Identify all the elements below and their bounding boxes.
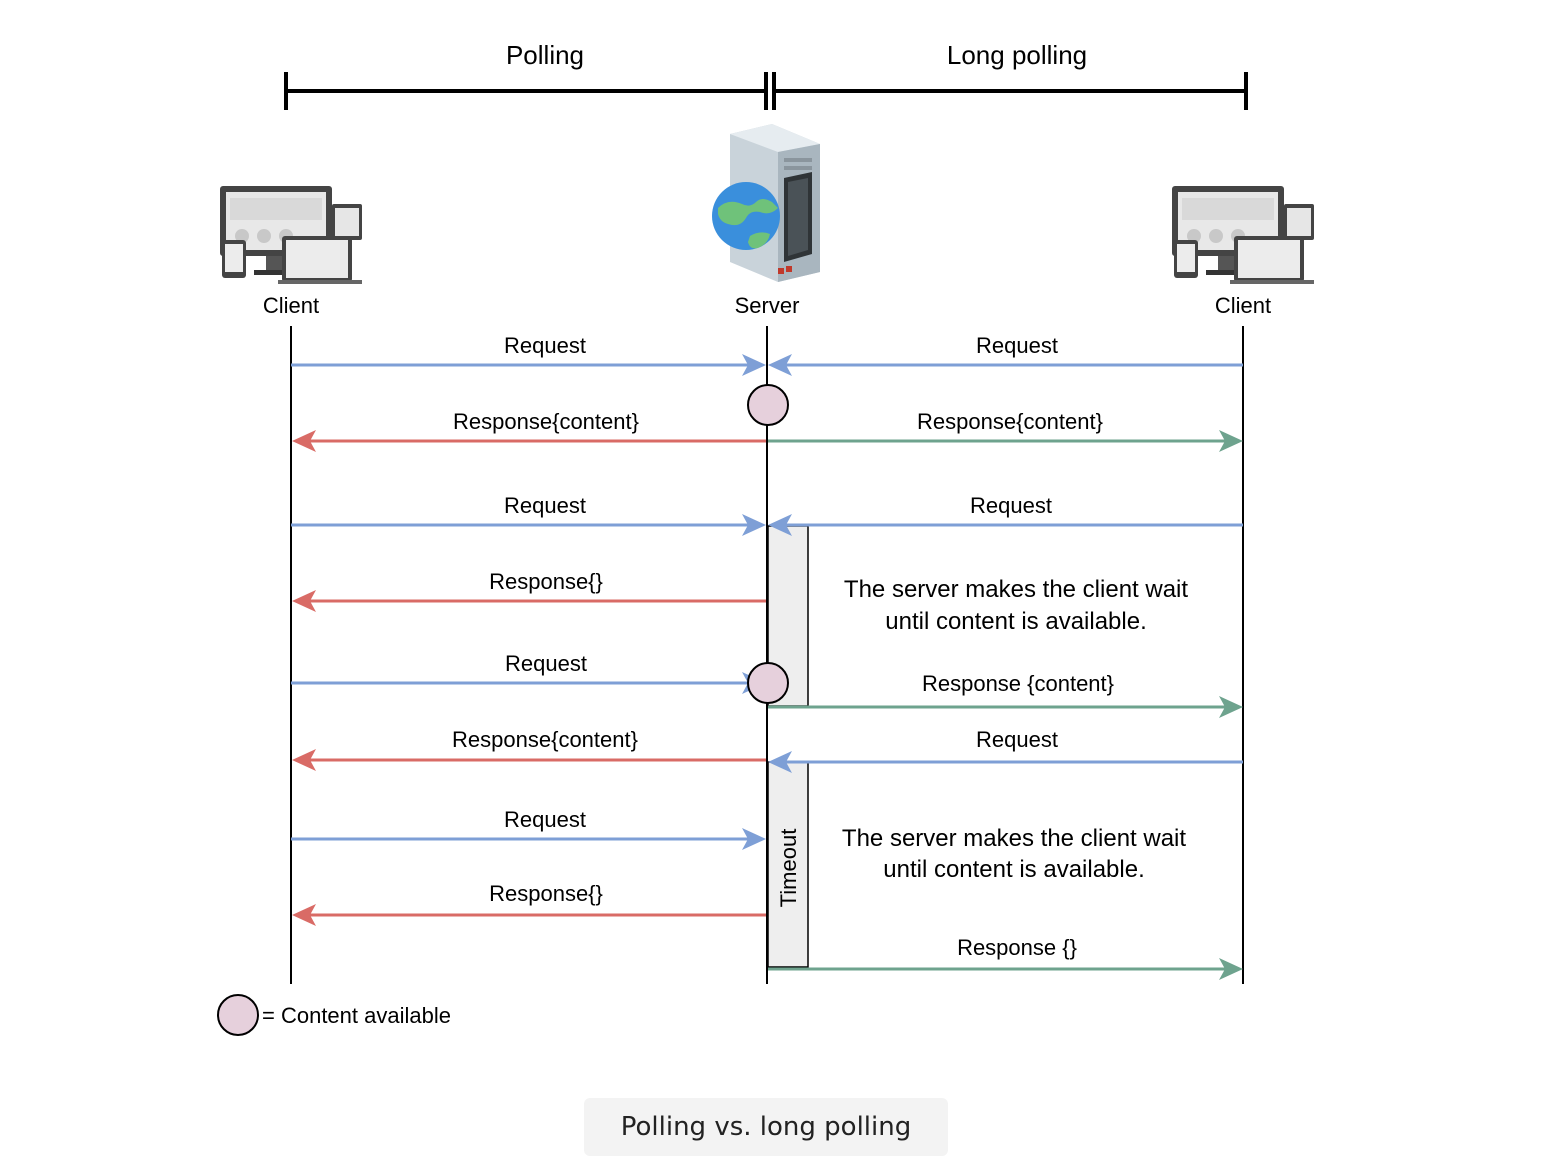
message-label: Request (504, 493, 586, 518)
message-label: Response {content} (922, 671, 1114, 696)
content-available-marker (747, 662, 789, 704)
message-label: Response{content} (452, 727, 638, 752)
caption: Polling vs. long polling (620, 1112, 912, 1142)
actor-label-server: Server (735, 293, 800, 318)
message-arrow: Request (291, 807, 766, 850)
devices-icon (1172, 186, 1314, 284)
message-arrow: Request (291, 333, 766, 376)
message-label: Response{} (489, 881, 603, 906)
section-title-polling: Polling (506, 40, 584, 70)
legend-label: = Content available (262, 1003, 451, 1028)
message-arrow: Request (768, 333, 1243, 376)
wait-note-1-line-2: until content is available. (885, 608, 1147, 635)
message-label: Request (504, 807, 586, 832)
message-arrow: Response{} (292, 881, 766, 926)
message-label: Request (976, 727, 1058, 752)
wait-note-2-line-1: The server makes the client wait (842, 825, 1186, 852)
message-label: Request (505, 651, 587, 676)
timeout-box (767, 761, 809, 968)
message-label: Request (976, 333, 1058, 358)
message-label: Request (504, 333, 586, 358)
message-label: Response{content} (917, 409, 1103, 434)
long-polling-messages: Request Response{content} Request Respon… (768, 333, 1243, 980)
server-globe-icon (712, 124, 820, 282)
message-arrow: Request (291, 651, 766, 694)
wait-note-2-line-2: until content is available. (883, 856, 1145, 883)
message-arrow: Response{content} (292, 727, 766, 771)
timeout-label: Timeout (776, 829, 801, 908)
section-brackets (284, 72, 1248, 110)
message-arrow: Response {} (768, 935, 1243, 980)
message-arrow: Response {content} (768, 671, 1243, 718)
message-label: Response{} (489, 569, 603, 594)
actor-label-client-left: Client (263, 293, 319, 318)
wait-note-1-line-1: The server makes the client wait (844, 576, 1188, 603)
message-arrow: Response{content} (292, 409, 766, 452)
content-available-marker (747, 384, 789, 426)
legend-marker (217, 994, 259, 1036)
message-arrow: Response{content} (768, 409, 1243, 452)
polling-messages: Request Response{content} Request Respon… (291, 333, 766, 926)
message-arrow: Response{} (292, 569, 766, 612)
message-label: Request (970, 493, 1052, 518)
message-arrow: Request (768, 493, 1243, 536)
message-label: Response {} (957, 935, 1077, 960)
section-title-long-polling: Long polling (947, 40, 1087, 70)
actor-label-client-right: Client (1215, 293, 1271, 318)
message-label: Response{content} (453, 409, 639, 434)
caption-box: Polling vs. long polling (584, 1098, 948, 1156)
legend: = Content available (217, 994, 451, 1036)
devices-icon (220, 186, 362, 284)
message-arrow: Request (291, 493, 766, 536)
message-arrow: Request (768, 727, 1243, 773)
